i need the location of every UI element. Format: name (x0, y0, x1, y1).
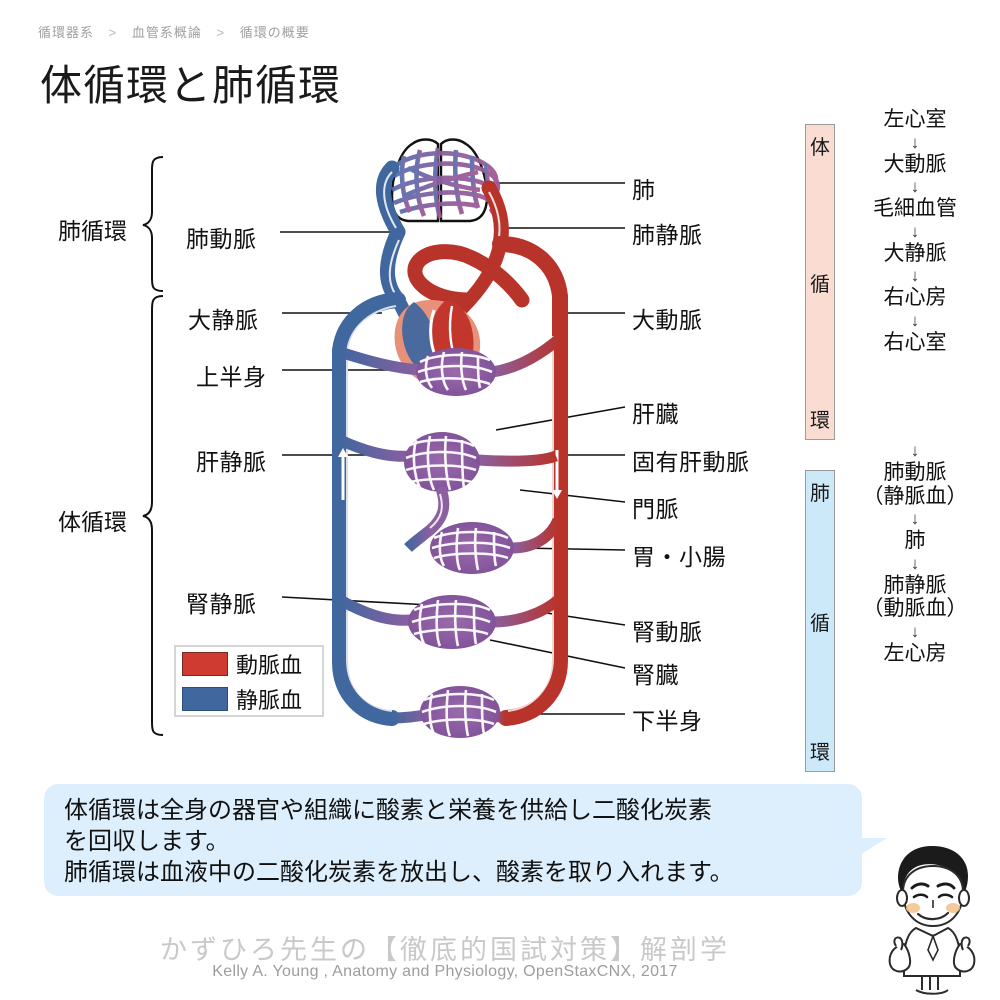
label-stomach-small-intestine: 胃・小腸 (632, 544, 726, 570)
legend-label-artery: 動脈血 (236, 652, 303, 678)
flow-systemic-arrow-1: ↓ (910, 132, 920, 152)
legend-swatch-vein (182, 686, 228, 711)
label-liver: 肝臓 (632, 401, 679, 427)
flow-pulmonary-arrow-1: ↓ (910, 509, 920, 529)
systemic-circulation-bar: 体 循 環 (805, 124, 835, 440)
bubble-line-2: を回収します。 (64, 827, 230, 855)
brand-text: かずひろ先生の【徹底的国試対策】解剖学 (160, 935, 730, 965)
flow-pulmonary-step-4: 左心房 (883, 641, 947, 665)
label-pulmonary-vein: 肺静脈 (632, 222, 703, 248)
flow-systemic-step-3: 毛細血管 (873, 197, 957, 221)
mascot-illustration (888, 846, 976, 995)
systemic-bar-char-1: 体 (810, 137, 830, 159)
pulmonary-bar-char-2: 循 (810, 612, 830, 635)
flow-pulmonary-step-1-note: （静脈血） (862, 484, 968, 508)
label-renal-vein: 腎静脈 (186, 591, 257, 617)
label-renal-artery: 腎動脈 (632, 619, 703, 645)
pulmonary-circulation-bar: 肺 循 環 (805, 470, 835, 772)
label-pulmonary-artery: 肺動脈 (186, 226, 257, 252)
flow-systemic-arrow-5: ↓ (910, 310, 920, 330)
flow-systemic-step-6: 右心室 (883, 330, 947, 354)
flow-pulmonary-step-3-note: （動脈血） (862, 597, 968, 621)
bubble-tail (845, 838, 887, 864)
pulmonary-bar-char-1: 肺 (810, 483, 830, 505)
label-aorta: 大動脈 (632, 307, 703, 333)
flow-pulmonary-step-3: 肺静脈 (883, 573, 947, 597)
legend-swatch-artery (182, 651, 228, 676)
pulmonary-bar-char-3: 環 (810, 742, 830, 764)
flow-pulmonary-step-1: 肺動脈 (883, 461, 947, 484)
label-lung: 肺 (632, 177, 656, 203)
legend-label-vein: 静脈血 (236, 687, 303, 713)
blood-color-legend: 動脈血 静脈血 (174, 645, 324, 717)
label-lower-body: 下半身 (632, 708, 703, 734)
group-label-pulmonary: 肺循環 (58, 218, 127, 244)
flow-systemic-step-5: 右心房 (883, 286, 947, 310)
breadcrumb-item-1[interactable]: 循環器系 (38, 25, 95, 40)
legend-row-vein: 静脈血 (182, 683, 316, 715)
flow-pulmonary-arrow-0: ↓ (910, 441, 920, 460)
group-label-systemic: 体循環 (58, 509, 127, 535)
breadcrumb-item-2[interactable]: 血管系概論 (131, 25, 202, 40)
page-title: 体循環と肺循環 (40, 62, 342, 109)
systemic-flow-list: 左心室 ↓ 大動脈 ↓ 毛細血管 ↓ 大静脈 ↓ 右心房 ↓ 右心室 (845, 108, 985, 354)
credit-text: Kelly A. Young , Anatomy and Physiology,… (212, 963, 678, 980)
label-hepatic-vein: 肝静脈 (196, 449, 267, 475)
explanation-bubble: 体循環は全身の器官や組織に酸素と栄養を供給し二酸化炭素 を回収します。 肺循環は… (44, 784, 862, 896)
label-portal-vein: 門脈 (632, 496, 679, 522)
legend-row-artery: 動脈血 (182, 648, 316, 680)
label-kidney: 腎臓 (632, 662, 679, 688)
flow-systemic-step-1: 左心室 (883, 108, 947, 131)
label-proper-hepatic-artery: 固有肝動脈 (632, 449, 750, 475)
flow-pulmonary-arrow-2: ↓ (910, 553, 920, 573)
label-upper-body: 上半身 (196, 364, 267, 390)
breadcrumb-item-3[interactable]: 循環の概要 (239, 25, 310, 40)
breadcrumb: 循環器系 > 血管系概論 > 循環の概要 (38, 22, 310, 41)
flow-systemic-arrow-3: ↓ (910, 221, 920, 241)
flow-pulmonary-step-2: 肺 (904, 529, 926, 553)
pulmonary-flow-list: ↓ 肺動脈 （静脈血） ↓ 肺 ↓ 肺静脈 （動脈血） ↓ 左心房 (845, 440, 985, 665)
flow-systemic-arrow-2: ↓ (910, 177, 920, 197)
label-vena-cava: 大静脈 (188, 307, 259, 333)
flow-systemic-step-4: 大静脈 (883, 241, 947, 265)
breadcrumb-separator-1: > (108, 25, 118, 40)
flow-systemic-step-2: 大動脈 (883, 152, 947, 176)
bubble-line-1: 体循環は全身の器官や組織に酸素と栄養を供給し二酸化炭素 (64, 797, 712, 824)
systemic-bar-char-3: 環 (810, 410, 830, 432)
bubble-line-3: 肺循環は血液中の二酸化炭素を放出し、酸素を取り入れます。 (64, 858, 734, 886)
breadcrumb-separator-2: > (216, 25, 226, 40)
systemic-bar-char-2: 循 (810, 273, 830, 296)
flow-systemic-arrow-4: ↓ (910, 266, 920, 286)
flow-pulmonary-arrow-3: ↓ (910, 621, 920, 641)
